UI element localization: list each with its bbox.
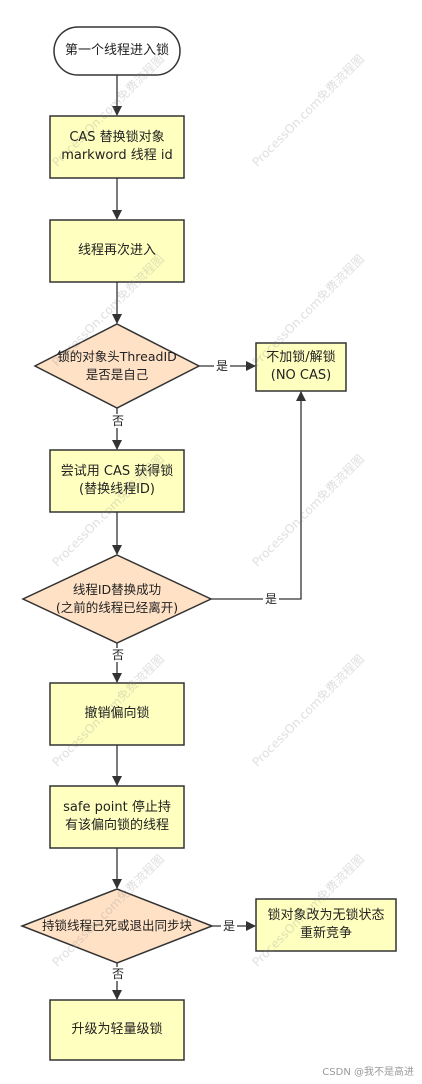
edge-label-no: 否	[110, 967, 127, 981]
edge-label-yes: 是	[221, 919, 238, 933]
cas-replace-box-shape	[49, 115, 185, 179]
edge-label-yes: 是	[214, 359, 231, 373]
edge-label-yes: 是	[263, 592, 280, 606]
check-owner-diamond-label: 锁的对象头ThreadID 是否是自己	[57, 349, 177, 382]
source-credit: CSDN @我不是高进	[322, 1067, 414, 1078]
safepoint-box-label: safe point 停止持 有该偏向锁的线程	[63, 800, 171, 833]
revoke-box-shape	[49, 682, 185, 746]
edge-label-no: 否	[110, 414, 127, 428]
replace-ok-diamond-label: 线程ID替换成功 (之前的线程已经离开)	[55, 582, 179, 615]
reenter-box-label: 线程再次进入	[77, 243, 156, 258]
holder-dead-diamond-label: 持锁线程已死或退出同步块	[41, 918, 192, 933]
revoke-box-label: 撤销偏向锁	[84, 706, 150, 721]
edge-replaceok-yes-to-nolock	[211, 391, 306, 600]
start-terminal-label: 第一个线程进入锁	[64, 43, 169, 58]
no-lock-box-shape	[255, 342, 347, 392]
upgrade-box-shape	[49, 999, 185, 1061]
cas-replace-box-label: CAS 替换锁对象 markword 线程 id	[61, 130, 173, 163]
unlock-compete-box-label: 锁对象改为无锁状态 重新竞争	[267, 908, 385, 941]
edge-label-no: 否	[110, 648, 127, 662]
reenter-box-shape	[49, 219, 185, 283]
upgrade-box-label: 升级为轻量级锁	[71, 1022, 163, 1037]
no-lock-box-label: 不加锁/解锁 (NO CAS)	[266, 350, 336, 383]
unlock-compete-box-shape	[255, 898, 397, 952]
try-cas-box-label: 尝试用 CAS 获得锁 (替换线程ID)	[60, 464, 174, 497]
safepoint-box-shape	[49, 785, 185, 849]
